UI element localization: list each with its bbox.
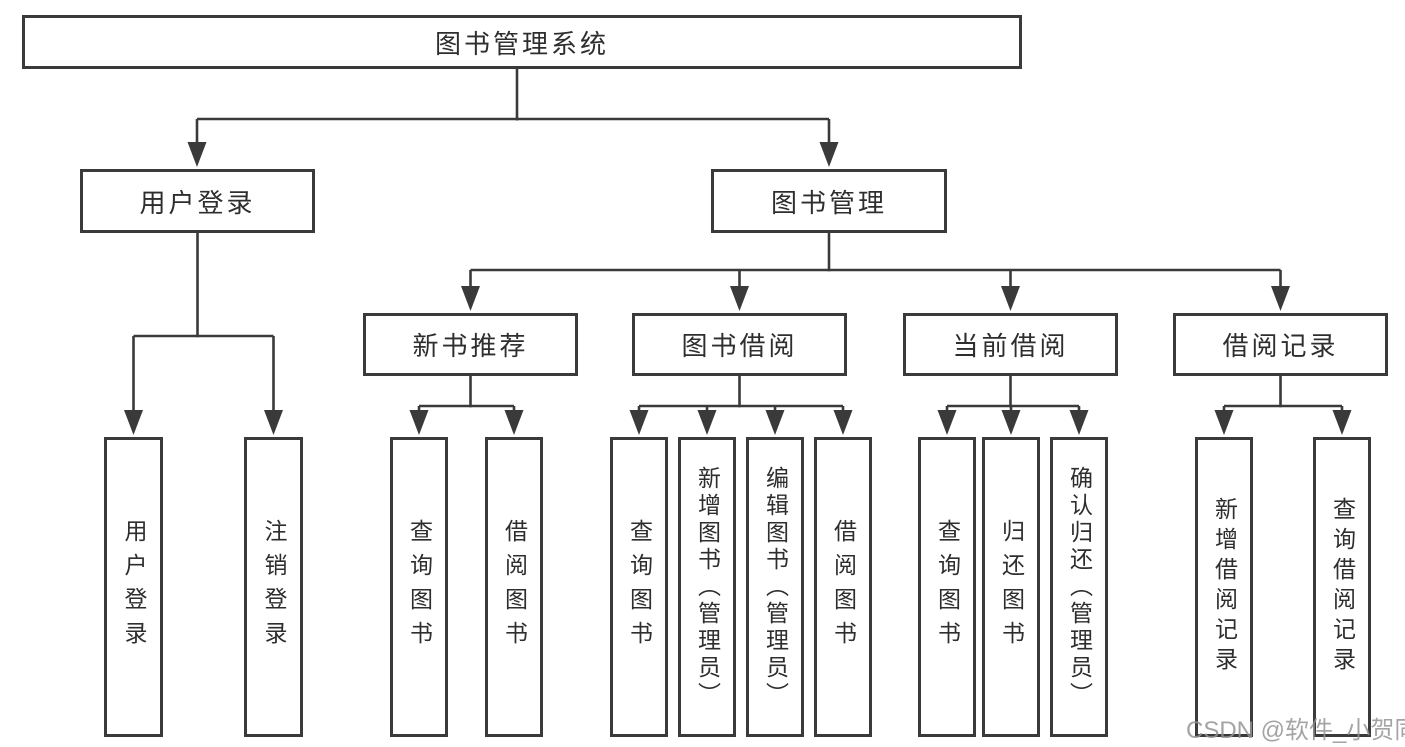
leaf-label: 编辑图书（管理员）: [762, 465, 789, 709]
connector-root: [187, 69, 839, 167]
connector-current-borrow: [937, 376, 1089, 435]
leaf-borrow-books-recommend: 借阅图书: [485, 437, 543, 737]
leaf-label: 用户登录: [121, 519, 147, 655]
leaf-add-borrow-record: 新增借阅记录: [1195, 437, 1253, 737]
leaf-label: 注销登录: [261, 519, 287, 655]
leaf-return-books: 归还图书: [982, 437, 1040, 737]
leaf-borrow-books: 借阅图书: [814, 437, 872, 737]
leaf-edit-books-admin: 编辑图书（管理员）: [746, 437, 804, 737]
node-root: 图书管理系统: [22, 15, 1022, 69]
connector-book-management: [461, 233, 1290, 311]
leaf-query-books-borrow: 查询图书: [610, 437, 668, 737]
connector-new-book-recommend: [409, 376, 524, 435]
node-book-management: 图书管理: [711, 169, 947, 233]
leaf-label: 查询图书: [934, 519, 961, 655]
node-current-borrow: 当前借阅: [903, 313, 1118, 376]
leaf-label: 查询借阅记录: [1329, 497, 1356, 677]
leaf-query-books-current: 查询图书: [918, 437, 976, 737]
leaf-label: 归还图书: [998, 519, 1025, 655]
leaf-add-books-admin: 新增图书（管理员）: [678, 437, 736, 737]
connector-book-borrow: [629, 376, 853, 435]
node-book-borrow: 图书借阅: [632, 313, 847, 376]
connector-user-login: [124, 233, 283, 435]
node-user-login: 用户登录: [80, 169, 315, 233]
leaf-label: 确认归还（管理员）: [1066, 465, 1093, 709]
leaf-query-borrow-record: 查询借阅记录: [1313, 437, 1371, 737]
node-new-book-recommend: 新书推荐: [363, 313, 578, 376]
connector-borrow-records: [1214, 376, 1352, 435]
leaf-user-login: 用户登录: [104, 437, 163, 737]
leaf-label: 借阅图书: [501, 519, 528, 655]
leaf-query-books-recommend: 查询图书: [390, 437, 448, 737]
node-borrow-records: 借阅记录: [1173, 313, 1388, 376]
leaf-label: 新增图书（管理员）: [694, 465, 721, 709]
leaf-label: 新增借阅记录: [1211, 497, 1238, 677]
csdn-watermark: CSDN @软件_小贺同学: [1186, 717, 1405, 744]
leaf-label: 借阅图书: [830, 519, 857, 655]
leaf-logout: 注销登录: [244, 437, 303, 737]
leaf-label: 查询图书: [626, 519, 653, 655]
leaf-confirm-return-admin: 确认归还（管理员）: [1050, 437, 1108, 737]
leaf-label: 查询图书: [406, 519, 433, 655]
